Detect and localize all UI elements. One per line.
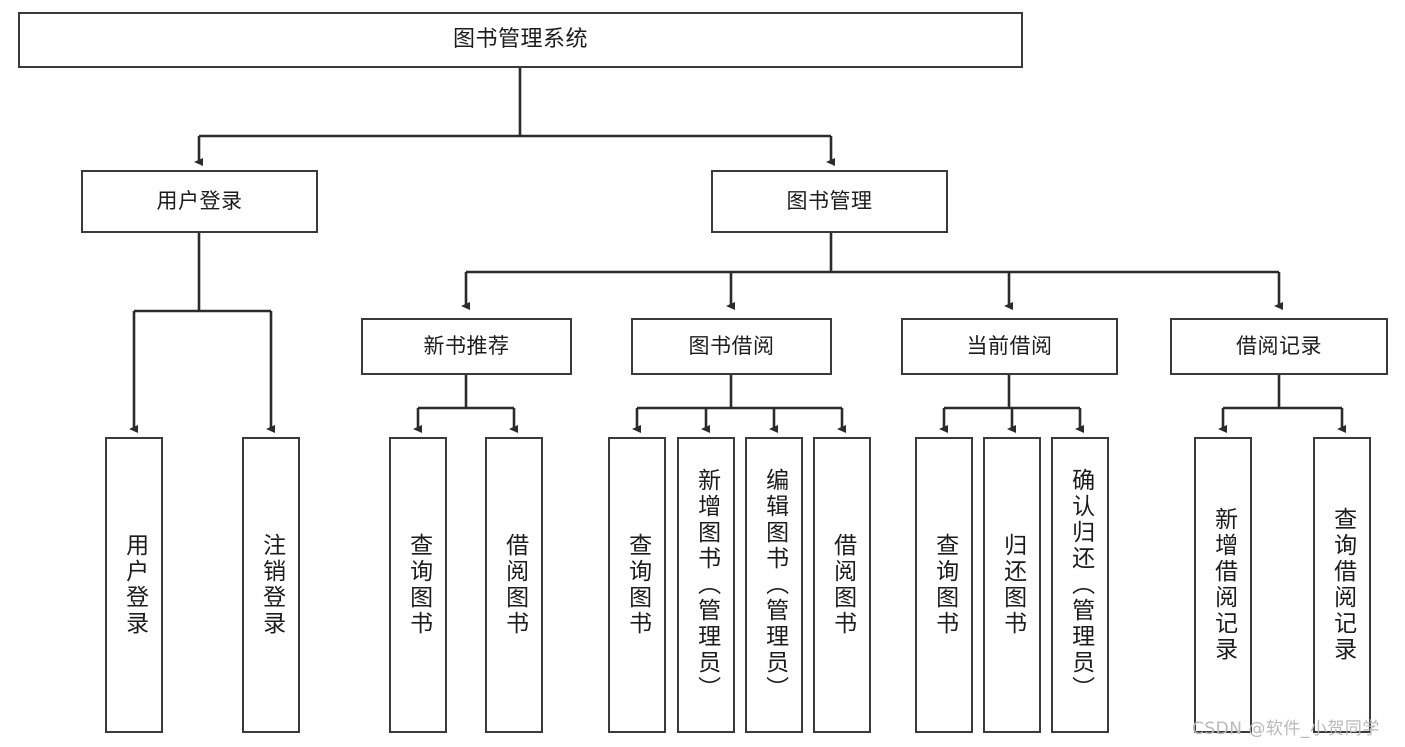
node-borrow-record[interactable]: 借阅记录 [1170,318,1388,375]
node-label: 当前借阅 [966,334,1053,359]
leaf-new-book-query[interactable]: 查询图书 [389,437,447,733]
node-label: 归还图书 [999,533,1026,637]
node-root-system[interactable]: 图书管理系统 [18,12,1023,68]
node-label: 新增图书（管理员） [693,468,720,702]
node-label: 新增借阅记录 [1210,507,1237,663]
node-label: 用户登录 [121,533,148,637]
leaf-book-borrow-query[interactable]: 查询图书 [608,437,666,733]
leaf-book-borrow-add[interactable]: 新增图书（管理员） [677,437,735,733]
node-label: 图书借阅 [688,334,775,359]
leaf-borrow-record-query[interactable]: 查询借阅记录 [1313,437,1371,733]
node-book-management[interactable]: 图书管理 [711,170,948,233]
node-label: 查询借阅记录 [1329,507,1356,663]
node-label: 借阅记录 [1236,334,1322,359]
node-label: 图书管理系统 [452,27,588,53]
node-label: 编辑图书（管理员） [761,468,788,702]
node-label: 注销登录 [258,533,285,637]
leaf-current-borrow-query[interactable]: 查询图书 [915,437,973,733]
node-label: 借阅图书 [501,533,528,637]
node-label: 查询图书 [405,533,432,637]
node-label: 查询图书 [624,533,651,637]
node-label: 借阅图书 [829,533,856,637]
leaf-new-book-borrow[interactable]: 借阅图书 [485,437,543,733]
node-label: 新书推荐 [423,334,510,359]
leaf-current-borrow-return[interactable]: 归还图书 [983,437,1041,733]
leaf-user-login-logout[interactable]: 注销登录 [242,437,300,733]
leaf-borrow-record-add[interactable]: 新增借阅记录 [1194,437,1252,733]
node-new-book-recommend[interactable]: 新书推荐 [361,318,572,375]
csdn-watermark: CSDN @软件_小贺同学 [1192,719,1380,739]
node-current-borrow[interactable]: 当前借阅 [901,318,1118,375]
node-label: 图书管理 [786,189,873,214]
leaf-book-borrow-edit[interactable]: 编辑图书（管理员） [745,437,803,733]
leaf-current-borrow-confirm-return[interactable]: 确认归还（管理员） [1051,437,1109,733]
node-label: 确认归还（管理员） [1067,468,1094,702]
node-label: 查询图书 [931,533,958,637]
leaf-user-login-login[interactable]: 用户登录 [105,437,163,733]
node-book-borrow[interactable]: 图书借阅 [631,318,832,375]
leaf-book-borrow-borrow[interactable]: 借阅图书 [813,437,871,733]
node-user-login[interactable]: 用户登录 [81,170,318,233]
node-label: 用户登录 [156,189,243,214]
